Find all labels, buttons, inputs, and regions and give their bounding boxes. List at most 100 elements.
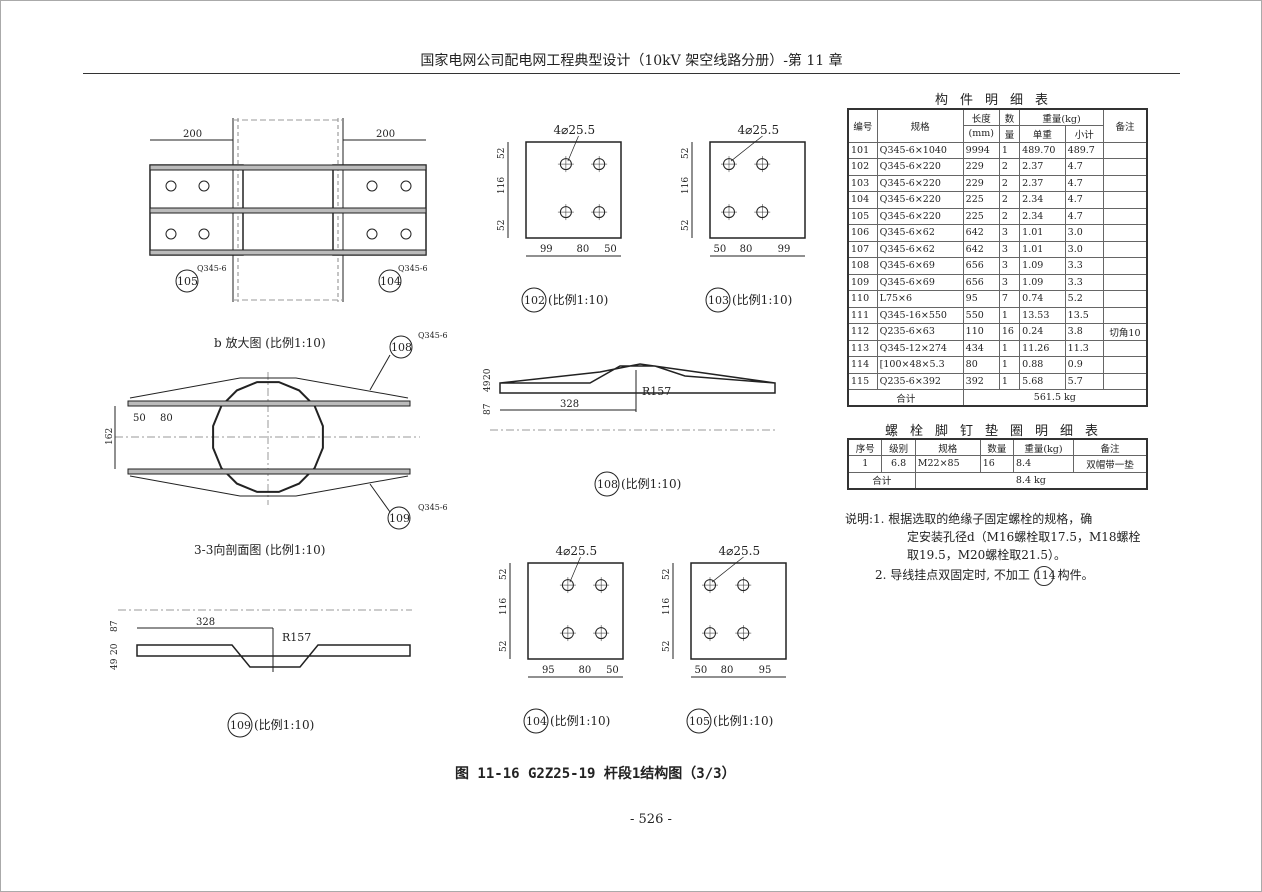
table-cell: 8.4 — [1013, 455, 1074, 473]
dim-49: 49 — [483, 380, 493, 392]
table-cell: 4.7 — [1064, 207, 1104, 225]
dim-label: 50 — [604, 244, 617, 255]
table-cell: Q235-6×63 — [876, 323, 964, 341]
table-cell: 392 — [962, 372, 1000, 390]
table-cell: 2.37 — [1019, 158, 1066, 176]
table-cell: Q345-6×220 — [876, 174, 964, 192]
part-callout-108: 108 — [597, 478, 618, 491]
dim-label: 50 — [695, 665, 708, 676]
table-cell: Q345-6×220 — [876, 191, 964, 209]
table-cell: 106 — [847, 224, 878, 242]
radius-label: R157 — [282, 631, 311, 644]
table-cell: 225 — [962, 207, 1000, 225]
radius-label: R157 — [642, 385, 671, 398]
dim-label: 116 — [499, 598, 509, 615]
table-cell: Q235-6×392 — [876, 372, 964, 390]
table-cell: 5.68 — [1019, 372, 1066, 390]
table-cell: 80 — [962, 356, 1000, 374]
dim-20: 20 — [110, 643, 120, 655]
table-cell: 229 — [962, 174, 1000, 192]
table-cell: 4.7 — [1064, 191, 1104, 209]
table-cell: 3 — [998, 257, 1021, 275]
table-cell: 5.2 — [1064, 290, 1104, 308]
total-label: 合计 — [847, 389, 964, 407]
table-cell: 1 — [998, 356, 1021, 374]
col-header: 级别 — [881, 438, 916, 456]
note-line: 取19.5，M20螺栓取21.5）。 — [907, 548, 1066, 562]
col-header: 单重 — [1019, 125, 1066, 143]
table-cell: 3.8 — [1064, 323, 1104, 341]
table-cell: 108 — [847, 257, 878, 275]
table-cell: 656 — [962, 273, 1000, 291]
scale-label: (比例1:10) — [550, 714, 610, 728]
col-header: 备注 — [1102, 108, 1148, 143]
table-cell: 105 — [847, 207, 878, 225]
dim-right: 200 — [376, 129, 395, 140]
dim-label: 95 — [542, 665, 555, 676]
table-cell: 16 — [998, 323, 1021, 341]
col-header: 数 — [998, 108, 1021, 126]
dim-label: 52 — [681, 220, 691, 231]
dim-label: 80 — [740, 244, 753, 255]
bolt-hole — [165, 180, 177, 192]
dim-label: 52 — [497, 148, 507, 159]
dim-label: 52 — [499, 569, 509, 580]
bolt-hole — [400, 228, 412, 240]
table-cell: 104 — [847, 191, 878, 209]
dim-87: 87 — [110, 620, 120, 632]
page-number: - 526 - — [630, 812, 672, 827]
table-cell: Q345-16×550 — [876, 306, 964, 324]
table-cell: 101 — [847, 141, 878, 159]
table-cell: Q345-12×274 — [876, 339, 964, 357]
table-cell: 111 — [847, 306, 878, 324]
note-text: 构件。 — [1057, 568, 1094, 582]
table-cell: 11.26 — [1019, 339, 1066, 357]
dim-label: 99 — [540, 244, 553, 255]
table-cell: L75×6 — [876, 290, 964, 308]
dim-label: 95 — [759, 665, 772, 676]
dim-label: 52 — [662, 641, 672, 652]
col-header: 编号 — [847, 108, 878, 143]
col-header: 重量(kg) — [1013, 438, 1074, 456]
scale-label: (比例1:10) — [732, 293, 792, 307]
bolt-hole — [366, 180, 378, 192]
hole-spec: 4⌀25.5 — [719, 544, 761, 558]
table-cell: 1 — [847, 455, 883, 473]
table-cell — [1102, 141, 1148, 159]
table-cell: Q345-6×220 — [876, 158, 964, 176]
table-cell: 109 — [847, 273, 878, 291]
table-cell: 489.70 — [1019, 141, 1066, 159]
part-109-view: 328 R157 87 20 49 109 (比例1:10) — [110, 609, 412, 738]
table-cell: 102 — [847, 158, 878, 176]
table-cell: 229 — [962, 158, 1000, 176]
table-cell: 6.8 — [881, 455, 916, 473]
table-cell — [1102, 174, 1148, 192]
table-cell: 107 — [847, 240, 878, 258]
table-cell: 3.3 — [1064, 257, 1104, 275]
bolt-hole — [198, 228, 210, 240]
caption-section-3-3: 3-3向剖面图 (比例1:10) — [194, 542, 325, 557]
table-cell: 切角10 — [1102, 323, 1148, 341]
bolt-hole — [165, 228, 177, 240]
table-cell: 1.01 — [1019, 240, 1066, 258]
table-cell — [1102, 372, 1148, 390]
table-cell: 1 — [998, 306, 1021, 324]
table-cell — [1102, 240, 1148, 258]
table-cell: 11.3 — [1064, 339, 1104, 357]
material-label: Q345-6 — [398, 264, 428, 273]
dim-80: 80 — [160, 413, 173, 424]
table-cell: 0.88 — [1019, 356, 1066, 374]
table-cell: 1.01 — [1019, 224, 1066, 242]
dim-label: 52 — [681, 148, 691, 159]
b-enlarged-view: 200 200 Q345-6 Q345-6 105 104 b 放大图 (比例1… — [149, 118, 428, 350]
total-value: 561.5 kg — [962, 389, 1148, 407]
table-cell — [1102, 290, 1148, 308]
part-callout-109: 109 — [230, 719, 251, 732]
table-cell: 13.5 — [1064, 306, 1104, 324]
